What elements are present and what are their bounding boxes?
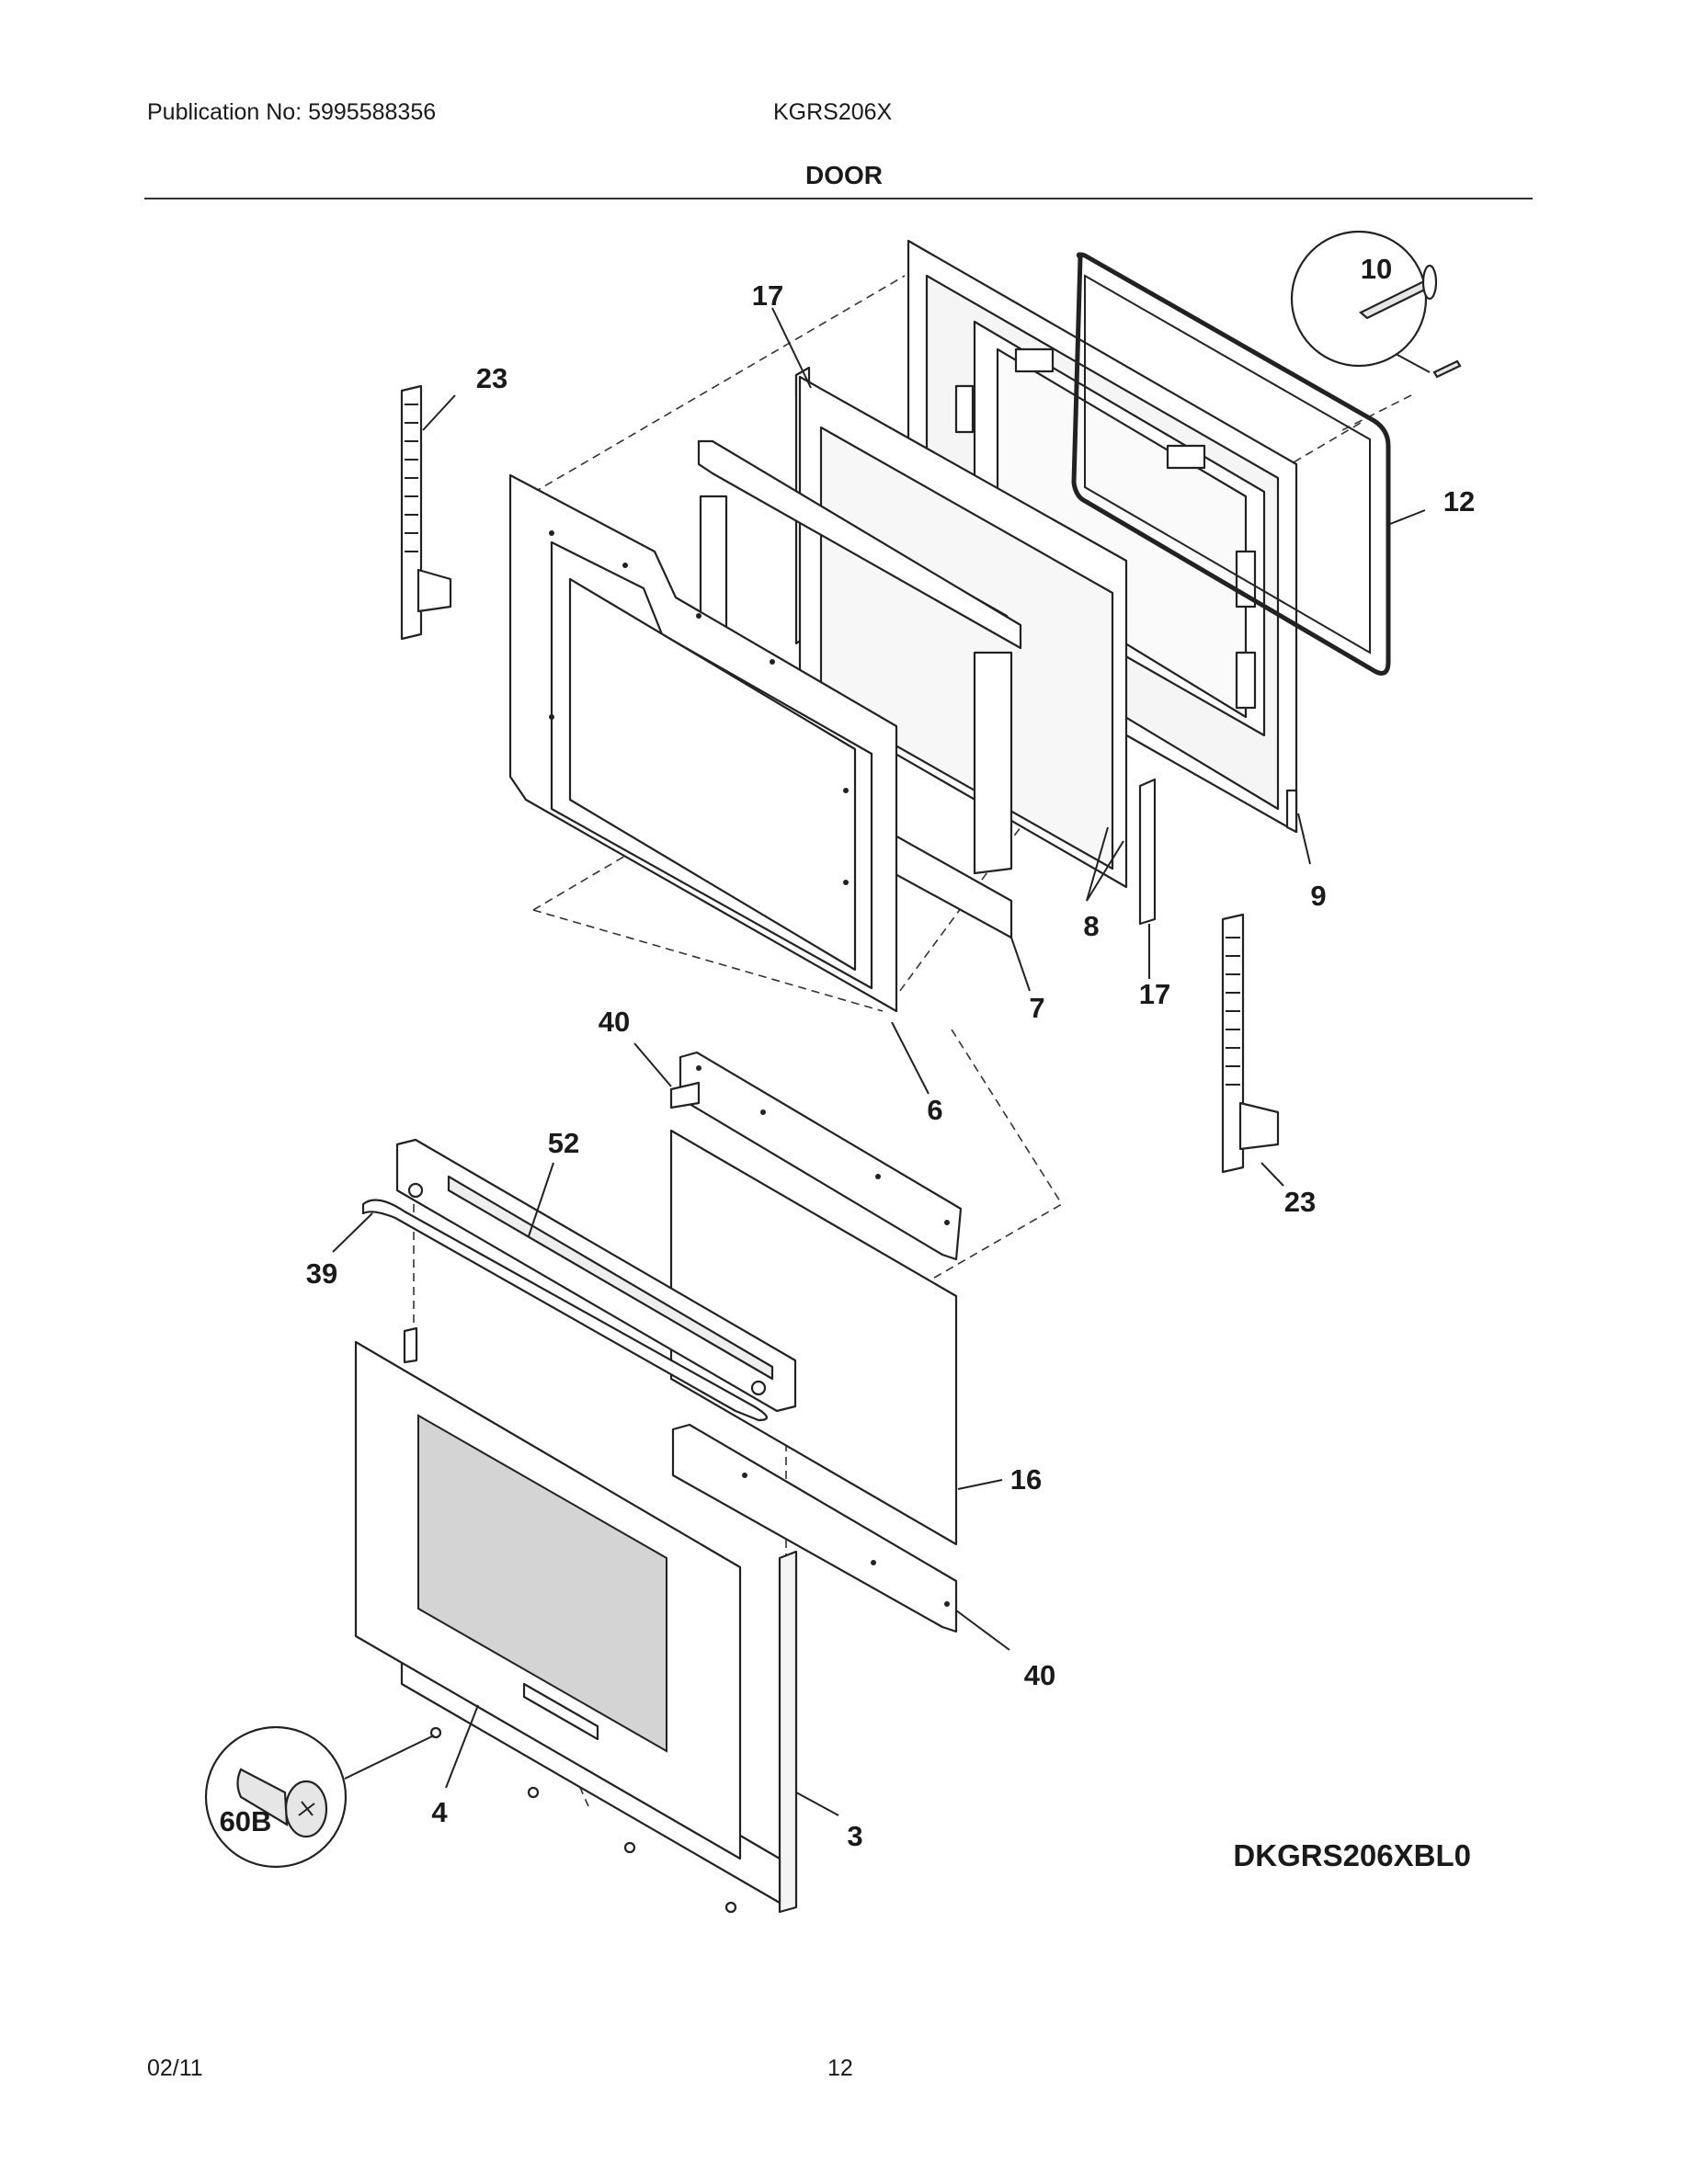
page-number: 12	[827, 2055, 853, 2081]
callout-17-top: 17	[752, 279, 783, 312]
leader-lines	[332, 307, 1426, 1816]
callout-16: 16	[1010, 1463, 1042, 1496]
hinge-right	[1221, 913, 1280, 1174]
model-number: KGRS206X	[773, 99, 893, 125]
page-title: DOOR	[805, 161, 883, 189]
callout-7: 7	[1029, 992, 1044, 1024]
callout-6: 6	[927, 1094, 942, 1126]
callout-10: 10	[1361, 253, 1392, 285]
outer-door-frame	[508, 473, 898, 1013]
callout-4: 4	[431, 1796, 448, 1828]
screw-detail-60b	[204, 1725, 435, 1869]
callout-39: 39	[306, 1257, 337, 1290]
inner-door-frame	[907, 239, 1298, 834]
door-handle	[361, 1199, 768, 1422]
diagram-code: DKGRS206XBL0	[1233, 1838, 1471, 1872]
bracket-upper	[669, 1051, 963, 1261]
door-trim	[395, 1138, 797, 1413]
publication-number: Publication No: 5995588356	[147, 99, 437, 125]
callout-52: 52	[548, 1127, 579, 1159]
glass-panels	[798, 375, 1128, 889]
bracket-lower	[671, 1423, 958, 1633]
callout-17-bottom: 17	[1139, 978, 1170, 1010]
outer-door-panel	[354, 1326, 798, 1914]
door-screws	[429, 1726, 737, 1914]
callout-40-bottom: 40	[1024, 1659, 1055, 1691]
header-rule	[144, 198, 1533, 199]
footer-date: 02/11	[147, 2055, 203, 2081]
callout-8: 8	[1083, 910, 1099, 942]
hinge-left	[400, 384, 452, 641]
callout-3: 3	[847, 1820, 862, 1852]
door-gasket	[1071, 252, 1391, 676]
screw-detail-10	[1290, 230, 1462, 379]
callout-23-top: 23	[476, 362, 508, 394]
callout-9: 9	[1310, 880, 1326, 912]
callout-40-top: 40	[599, 1006, 630, 1038]
callout-23-bottom: 23	[1284, 1186, 1316, 1218]
callout-60b: 60B	[220, 1805, 272, 1837]
callout-12: 12	[1443, 485, 1475, 518]
